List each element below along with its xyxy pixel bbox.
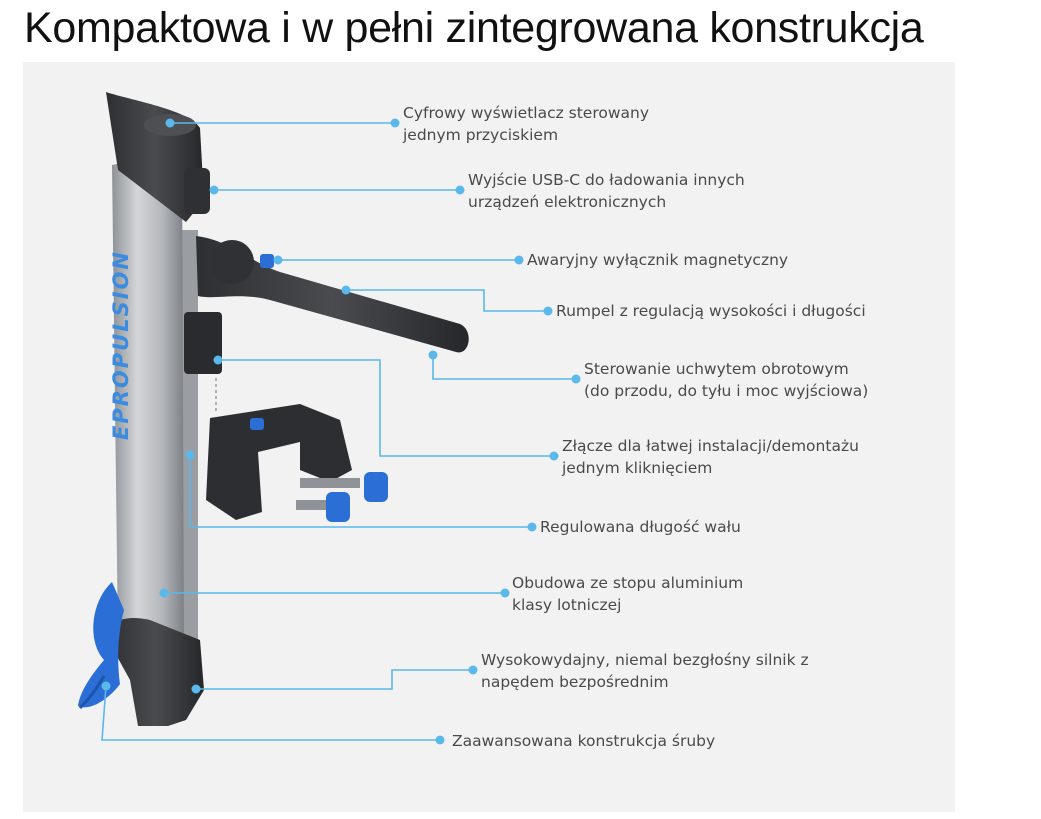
leader-dot [543,306,553,316]
callout-line: Cyfrowy wyświetlacz sterowany [403,104,650,122]
leader-dot [527,522,537,532]
leader-dot [514,255,524,265]
callout-line: Sterowanie uchwytem obrotowym [584,360,849,378]
callout-line: Wysokowydajny, niemal bezgłośny silnik z [481,651,809,669]
callout-line: jednym przyciskiem [403,126,559,144]
callout-line: klasy lotniczej [512,596,622,614]
callout-label: Obudowa ze stopu aluminium klasy lotnicze… [512,572,743,616]
callout-label: Rumpel z regulacją wysokości i długości [556,300,866,322]
leader-dot [185,450,195,460]
leader-dot [549,451,559,461]
callout-line: Wyjście USB-C do ładowania innych [468,171,745,189]
leader-dot [101,681,111,691]
callout-line: Awaryjny wyłącznik magnetyczny [527,251,789,269]
leader-dot [165,118,175,128]
leader-dot [571,374,581,384]
callout-line: Regulowana długość wału [540,518,741,536]
leader-dot [390,118,400,128]
leader-dot [159,588,169,598]
leader-dot [273,255,283,265]
callout-label: Złącze dla łatwej instalacji/demontażu je… [562,435,859,479]
callout-label: Zaawansowana konstrukcja śruby [452,730,715,752]
callout-line: jednym kliknięciem [562,459,713,477]
callout-line: Rumpel z regulacją wysokości i długości [556,302,866,320]
leader-dot [341,285,351,295]
callout-label: Wysokowydajny, niemal bezgłośny silnik z… [481,649,809,693]
leader-line [218,359,554,457]
leader-dot [500,588,510,598]
propeller [78,582,124,708]
leader-dot [455,185,465,195]
kill-switch [260,254,274,268]
callout-line: Zaawansowana konstrukcja śruby [452,732,716,750]
callout-label: Sterowanie uchwytem obrotowym (do przodu,… [584,358,868,402]
callout-line: urządzeń elektronicznych [468,193,667,211]
leader-line [196,669,473,690]
brand-logo: EPROPULSION [109,250,133,440]
leader-dot [468,665,478,675]
callout-label: Regulowana długość wału [540,516,741,538]
aluminium-housing [112,150,184,650]
callout-label: Awaryjny wyłącznik magnetyczny [527,249,788,271]
leader-dot [209,185,219,195]
callout-line: Obudowa ze stopu aluminium [512,574,744,592]
callout-line: Złącze dla łatwej instalacji/demontażu [562,437,859,455]
clamp-knob-lower [326,492,350,522]
tiller-handle [196,236,469,353]
motor-pod [107,618,204,726]
callout-label: Cyfrowy wyświetlacz sterowany jednym przy… [403,102,649,146]
quick-connector [184,312,222,374]
leader-line [346,289,548,312]
leader-dot [428,350,438,360]
callout-label: Wyjście USB-C do ładowania innych urządze… [468,169,745,213]
clamp-bracket [206,404,352,520]
callout-line: (do przodu, do tyłu i moc wyjściowa) [584,382,869,400]
page-title: Kompaktowa i w pełni zintegrowana konstr… [24,4,924,52]
leader-line [432,355,576,380]
callout-line: napędem bezpośrednim [481,673,669,691]
motor-shaft [182,230,198,670]
leader-dot [213,355,223,365]
clamp-knob-upper [364,472,388,502]
leader-line [101,685,440,741]
leader-dot [435,735,445,745]
leader-dot [191,684,201,694]
leader-line [189,455,532,528]
usb-port-block [184,168,210,214]
